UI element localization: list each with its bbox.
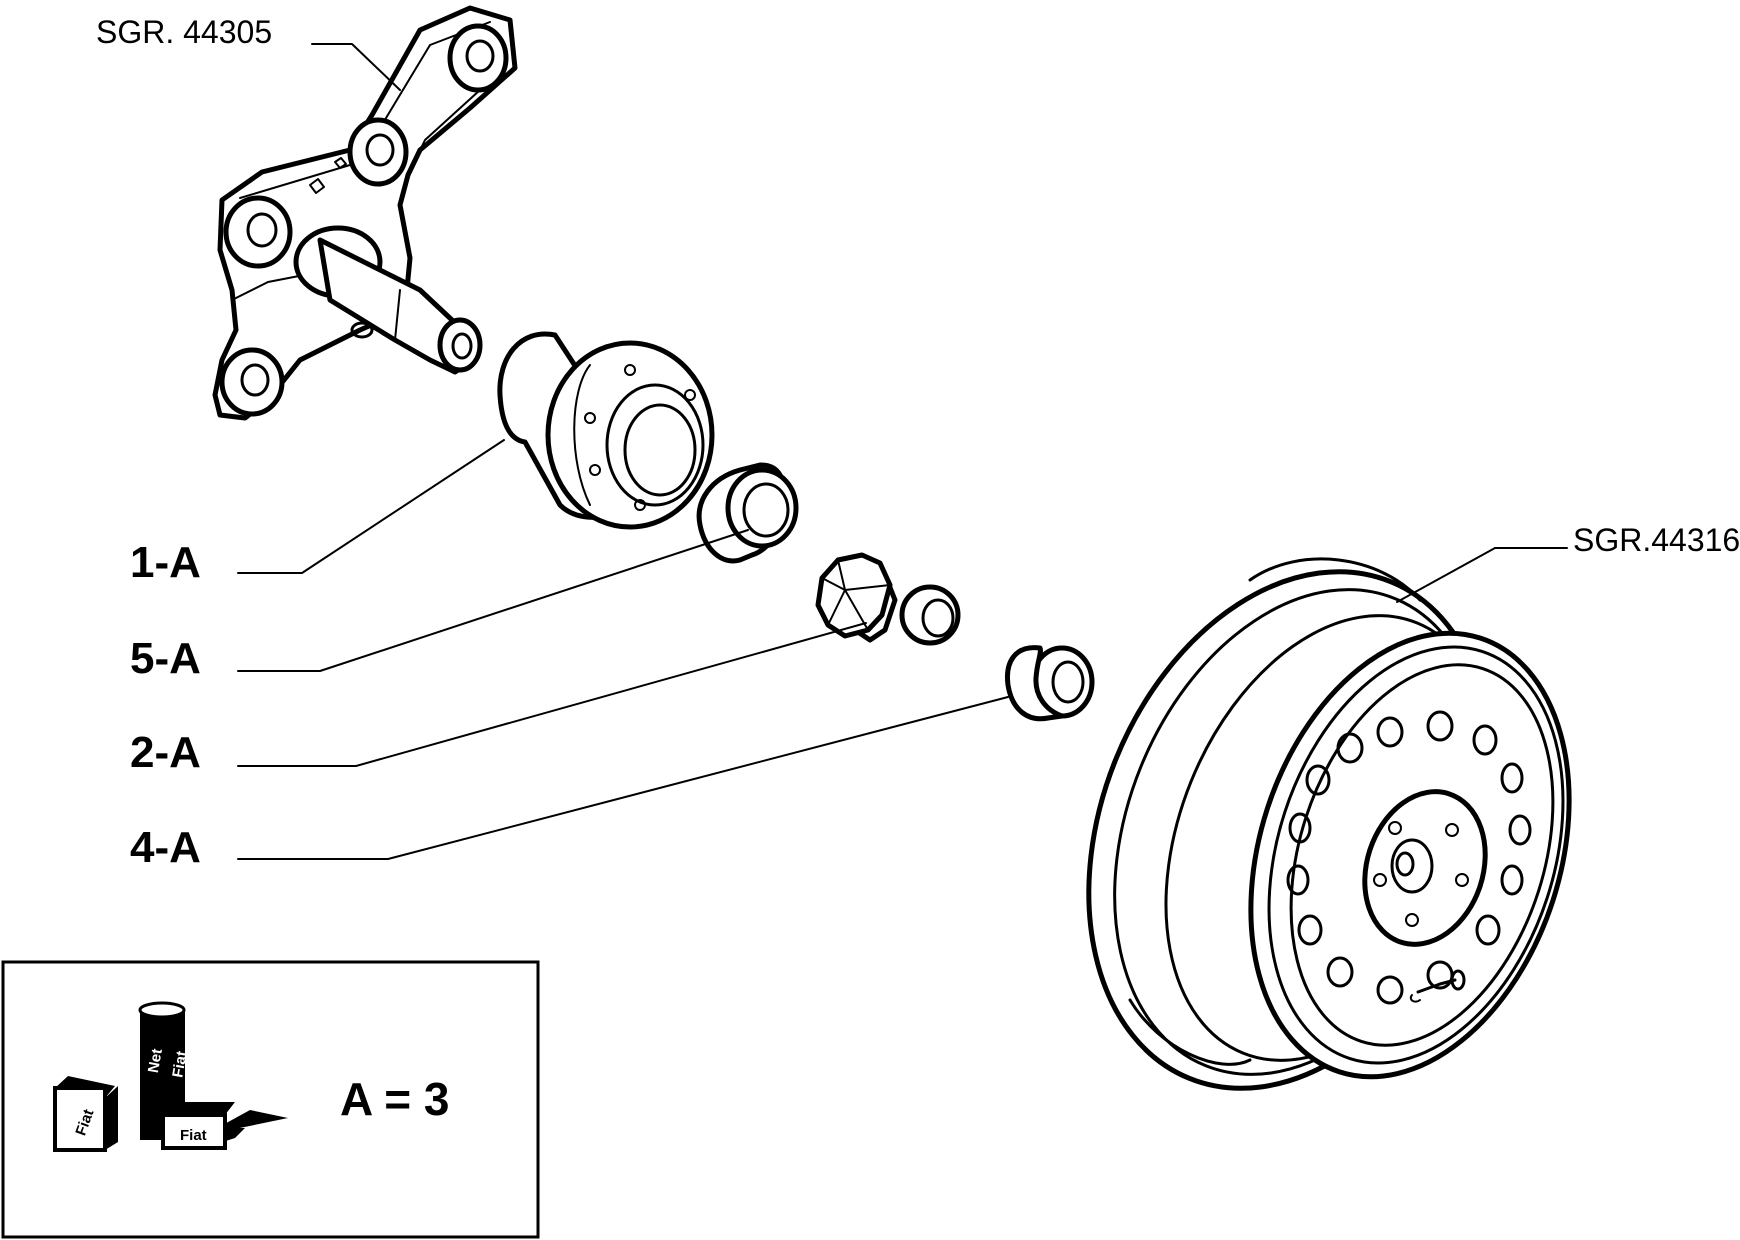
- bearing-ring: [696, 462, 799, 564]
- hub-nut: [815, 552, 961, 646]
- leader-hub: [237, 439, 505, 574]
- svg-text:Net: Net: [145, 1047, 166, 1074]
- bolt-boss-top: [447, 23, 509, 93]
- ref-label-top-assembly: SGR. 44305: [96, 14, 272, 50]
- leader-top-assembly: [311, 43, 401, 91]
- lubricant-legend: Fiat Fiat Net Fiat A = 3: [1, 960, 540, 1239]
- hub-cap: [1004, 645, 1095, 722]
- spindle: [293, 225, 483, 375]
- leader-wheel-assembly: [1396, 547, 1568, 603]
- leader-hub-nut: [237, 622, 867, 767]
- callout-bearing-ring: 5-A: [130, 529, 749, 683]
- bolt-boss-left: [223, 195, 293, 269]
- ref-label-wheel-assembly: SGR.44316: [1573, 522, 1740, 558]
- steel-wheel: [1086, 557, 1572, 1091]
- bolt-boss-bottom: [219, 347, 285, 417]
- vent-holes: [1286, 710, 1532, 1005]
- callout-hub: 1-A: [130, 439, 505, 587]
- part-label-hub-cap: 4-A: [130, 823, 201, 872]
- leader-hub-cap: [237, 696, 1009, 860]
- bolt-boss-mid: [347, 117, 409, 187]
- wheel-hub: [497, 331, 715, 530]
- svg-text:Fiat: Fiat: [169, 1050, 190, 1079]
- callout-hub-nut: 2-A: [130, 622, 867, 777]
- part-label-hub-nut: 2-A: [130, 728, 201, 777]
- legend-text: A = 3: [340, 1073, 450, 1125]
- stub-axle-bracket: [212, 5, 518, 421]
- part-label-hub: 1-A: [130, 538, 201, 587]
- callout-hub-cap: 4-A: [130, 696, 1009, 872]
- valve-stem: [1409, 969, 1466, 1003]
- fiat-lubricant-products-icon: Fiat Fiat Net Fiat: [53, 1001, 288, 1152]
- leader-bearing-ring: [237, 529, 749, 672]
- part-label-bearing-ring: 5-A: [130, 634, 201, 683]
- svg-text:Fiat: Fiat: [180, 1127, 207, 1144]
